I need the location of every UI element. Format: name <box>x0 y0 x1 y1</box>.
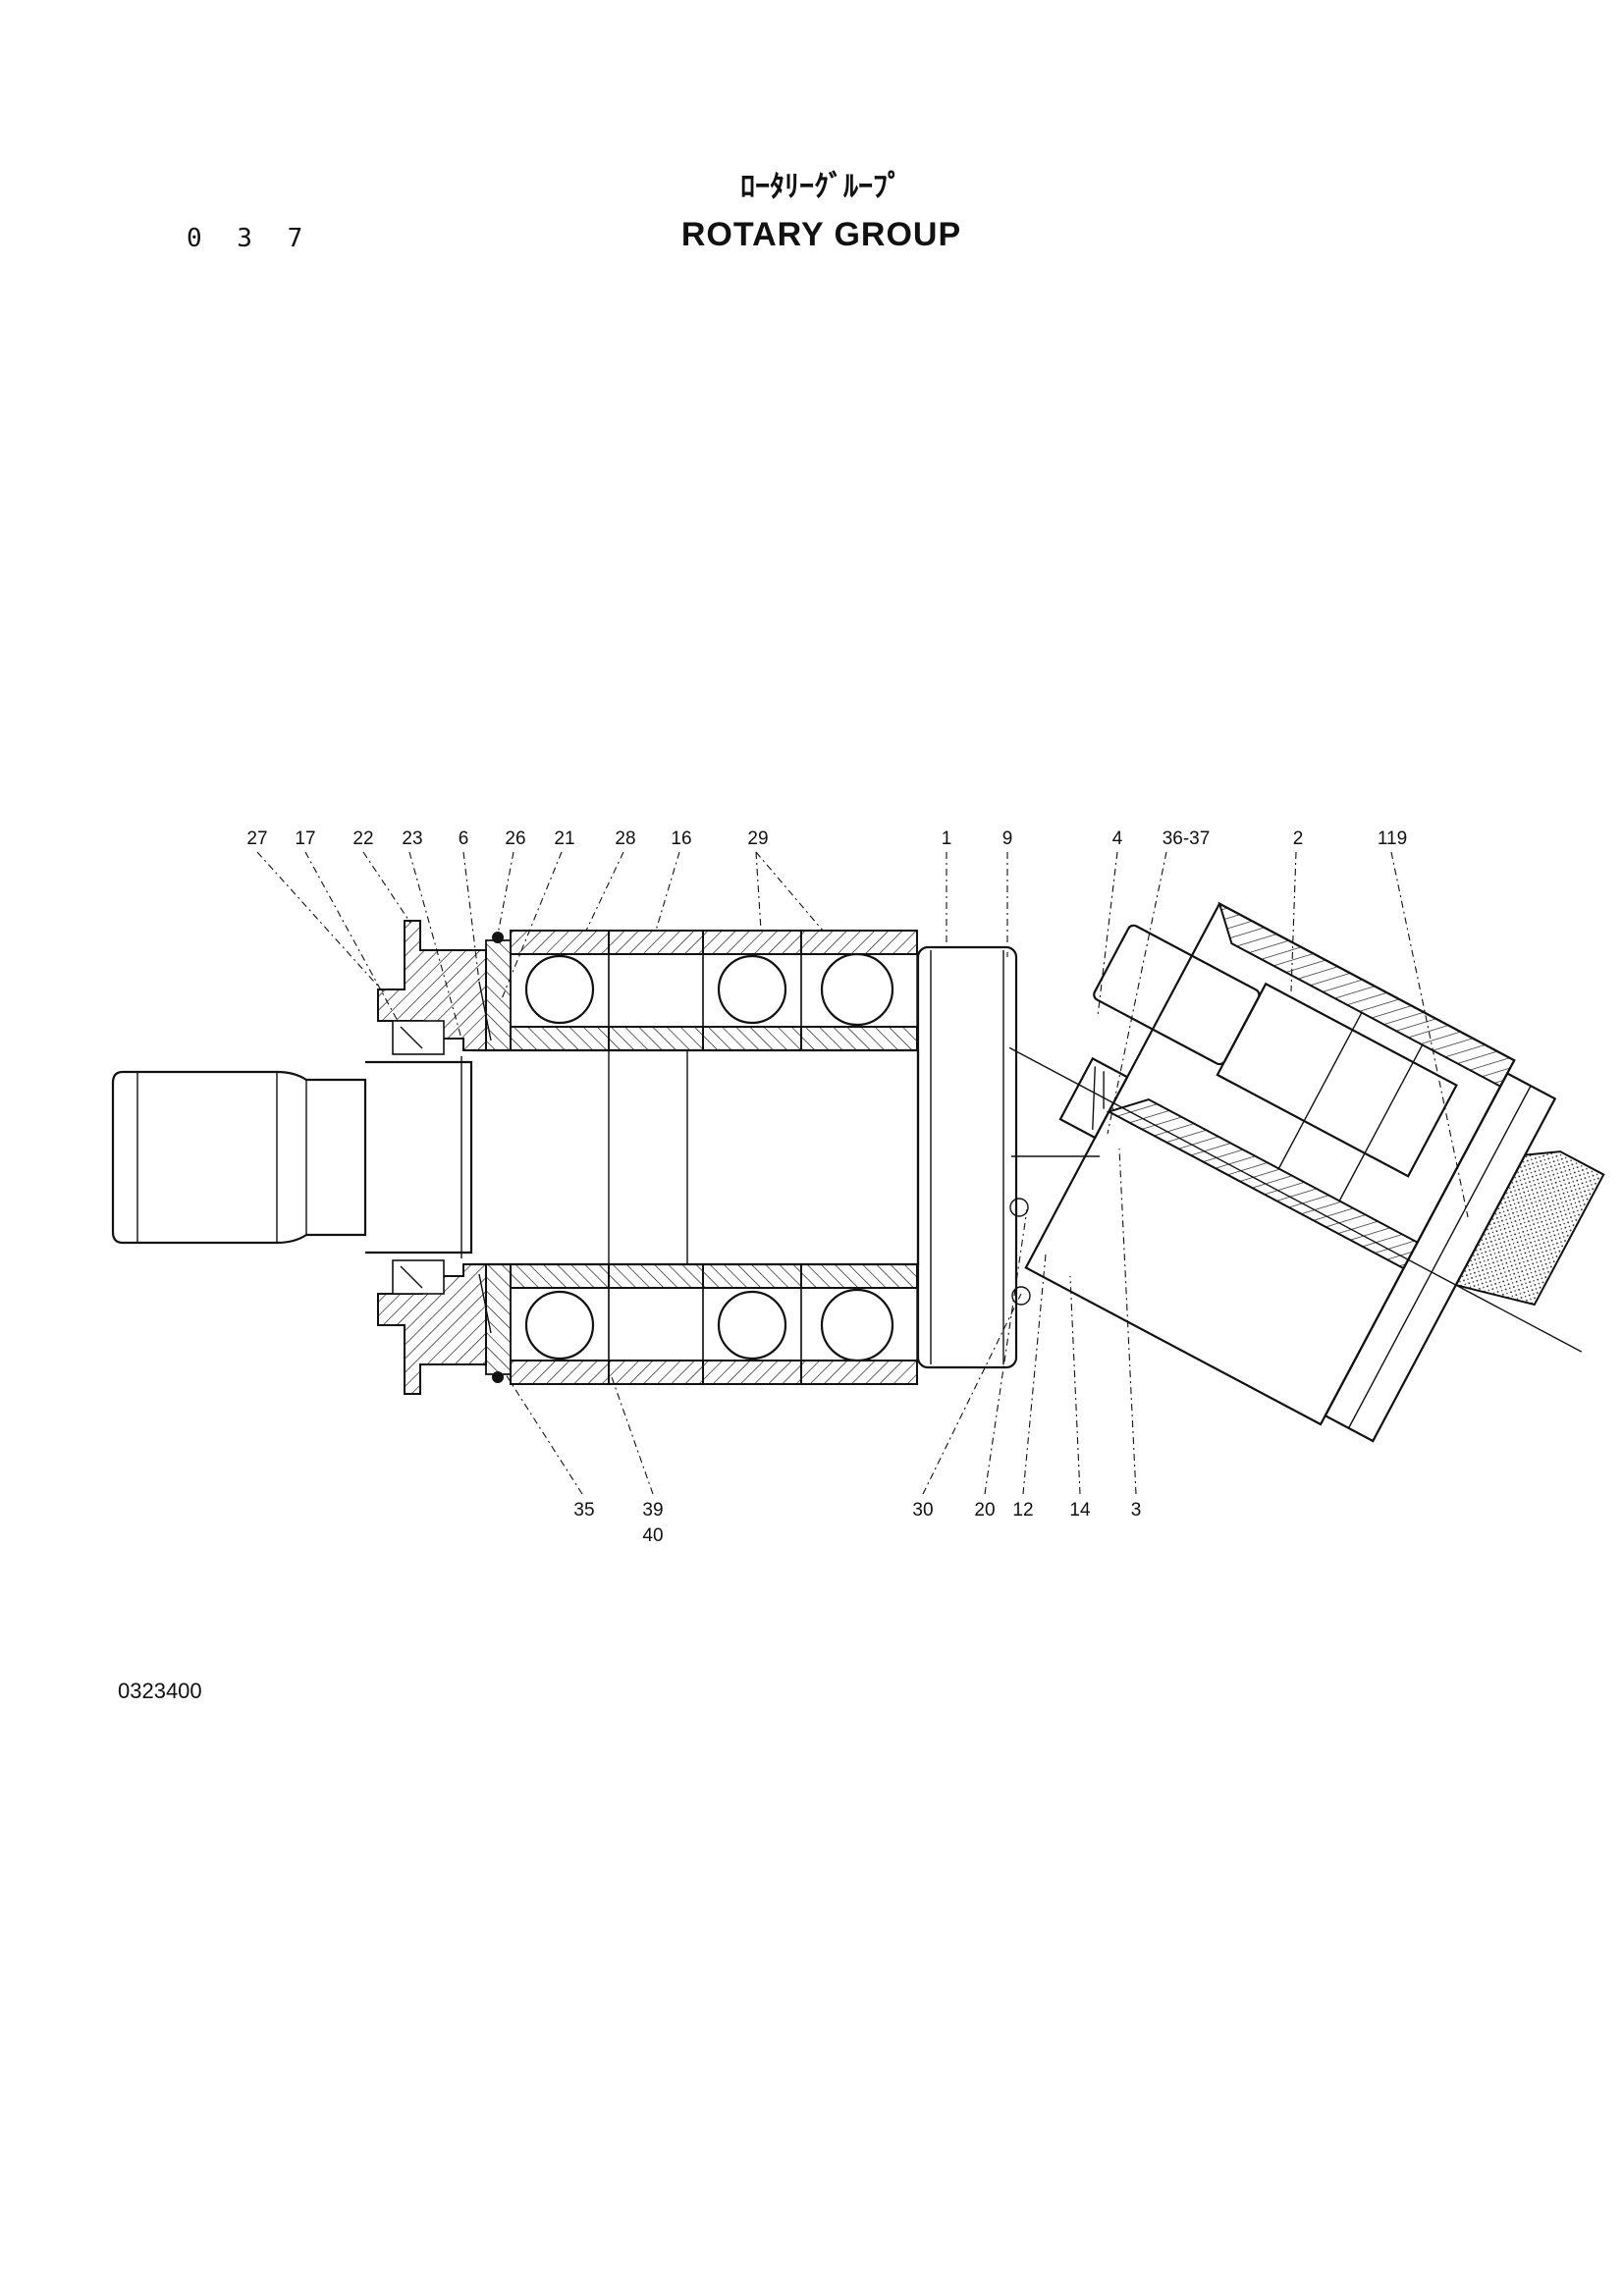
callout-21: 21 <box>554 828 574 849</box>
callout-23: 23 <box>402 828 422 849</box>
title-japanese: ﾛｰﾀﾘｰｸﾞﾙｰﾌﾟ <box>740 170 902 204</box>
callout-28: 28 <box>615 828 635 849</box>
callout-119: 119 <box>1378 828 1407 849</box>
callout-14: 14 <box>1069 1500 1091 1521</box>
front-cover <box>377 920 487 1395</box>
callout-2: 2 <box>1293 828 1304 849</box>
callout-labels-bottom: 35 39 40 30 20 12 14 3 <box>573 1500 1141 1546</box>
callout-30: 30 <box>912 1500 933 1521</box>
leader-lines <box>256 851 1469 1495</box>
callout-1: 1 <box>942 828 952 849</box>
callout-39: 39 <box>642 1500 663 1521</box>
callout-12: 12 <box>1012 1500 1033 1521</box>
drive-flange <box>916 945 1031 1369</box>
callout-4: 4 <box>1112 828 1123 849</box>
title-english: ROTARY GROUP <box>680 216 962 253</box>
callout-16: 16 <box>671 828 691 849</box>
drawing-number: 0323400 <box>118 1679 202 1703</box>
callout-6: 6 <box>459 828 469 849</box>
page-number: 0 3 7 <box>187 224 313 253</box>
cylinder-block-group <box>1008 901 1605 1443</box>
callout-22: 22 <box>352 828 373 849</box>
callout-3: 3 <box>1131 1500 1142 1521</box>
shaft <box>111 1048 920 1266</box>
callout-35: 35 <box>573 1500 594 1521</box>
callout-27: 27 <box>246 828 267 849</box>
callout-20: 20 <box>974 1500 995 1521</box>
callout-26: 26 <box>505 828 525 849</box>
bearing-housing <box>478 932 512 1383</box>
bearing-stack <box>510 930 918 1385</box>
callout-labels-top: 27 17 22 23 6 26 21 28 16 29 1 9 4 36-37… <box>246 828 1407 849</box>
callout-17: 17 <box>295 828 315 849</box>
callout-9: 9 <box>1002 828 1013 849</box>
callout-36-37: 36-37 <box>1163 828 1211 849</box>
callout-40: 40 <box>642 1525 663 1546</box>
callout-29: 29 <box>747 828 768 849</box>
